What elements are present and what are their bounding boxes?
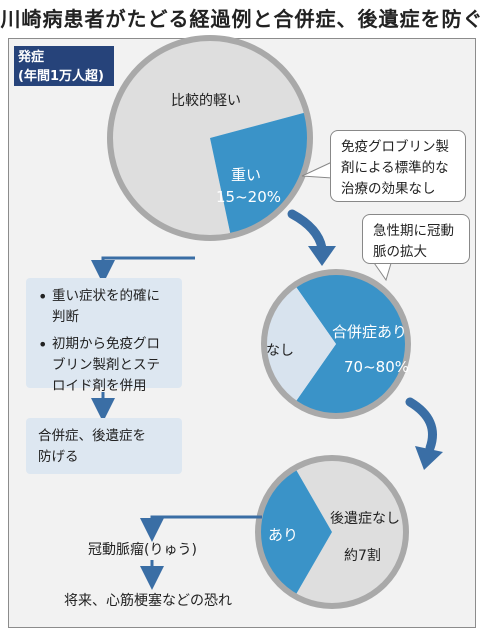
outcome-aneurysm: 冠動脈瘤(りゅう) <box>88 542 197 558</box>
badge-line2: (年間1万人超) <box>18 69 104 84</box>
pie3-label-none: 後遺症なし <box>330 511 400 527</box>
bullet2-line2: ブリン製剤とステ <box>52 357 160 373</box>
pie3-slice-yes <box>258 467 332 597</box>
curved-arrow-2 <box>405 397 437 453</box>
prevention-box: 合併症、後遺症を 防げる <box>26 418 182 474</box>
treatment-box: • 重い症状を的確に判断 • 初期から免疫グロブリン製剤とステロイド剤を併用 <box>26 278 182 394</box>
pie2-slice-none <box>264 285 336 403</box>
bullet-icon: • <box>38 287 48 306</box>
bubble-coronary-dilation: 急性期に冠動 脈の拡大 <box>362 214 470 264</box>
pie-sequelae <box>255 455 409 609</box>
bullet1-line1: 重い症状を的確に <box>52 288 160 304</box>
pie2-label-none: なし <box>266 343 294 359</box>
pie1-label-mild: 比較的軽い <box>171 93 241 109</box>
curved-arrow-1 <box>287 209 327 253</box>
bullet-item-2: • 初期から免疫グロブリン製剤とステロイド剤を併用 <box>38 334 170 397</box>
pie1-slice-mild <box>109 38 307 238</box>
elbow-arrow-2 <box>140 515 262 542</box>
pie3-label-yes: あり <box>268 526 299 544</box>
bullet1-line2: 判断 <box>52 309 79 325</box>
pie1-rim <box>107 35 313 241</box>
bullet2-line1: 初期から免疫グロ <box>52 336 160 352</box>
box2-line1: 合併症、後遺症を <box>38 428 146 444</box>
onset-badge: 発症 (年間1万人超) <box>14 46 114 86</box>
pie1-slice-severe <box>210 112 310 236</box>
bullet-icon: • <box>38 335 48 354</box>
pie2-label-complication: 合併症あり <box>332 323 408 341</box>
pie1-label-severe: 重い <box>231 166 262 184</box>
elbow-arrow-1 <box>91 256 195 284</box>
pie2-value-complication: 70~80% <box>344 358 409 376</box>
bullet-item-1: • 重い症状を的確に判断 <box>38 286 170 328</box>
pie2-slice-complication <box>294 272 409 416</box>
bubble1-line2: 剤による標準的な <box>341 160 449 176</box>
outcome-infarction-risk: 将来、心筋梗塞などの恐れ <box>64 593 232 609</box>
pie3-value-none: 約7割 <box>344 548 381 564</box>
pie-complication <box>261 269 411 419</box>
bubble2-line2: 脈の拡大 <box>373 244 427 260</box>
pie3-slice-none <box>295 458 406 606</box>
badge-line1: 発症 <box>18 50 45 65</box>
bubble2-line1: 急性期に冠動 <box>373 223 454 239</box>
bubble-treatment-failure: 免疫グロブリン製 剤による標準的な 治療の効果なし <box>330 130 466 202</box>
box2-line2: 防げる <box>38 449 79 465</box>
curved-arrow-2-head <box>415 446 443 470</box>
pie2-rim <box>261 269 411 419</box>
bubble1-line1: 免疫グロブリン製 <box>341 139 449 155</box>
pie1-value-severe: 15~20% <box>216 188 281 206</box>
pie3-rim <box>255 455 409 609</box>
curved-arrow-1-head <box>308 246 336 266</box>
pie-onset <box>107 35 313 241</box>
bubble1-line3: 治療の効果なし <box>341 181 436 197</box>
bullet2-line3: ロイド剤を併用 <box>52 378 147 394</box>
